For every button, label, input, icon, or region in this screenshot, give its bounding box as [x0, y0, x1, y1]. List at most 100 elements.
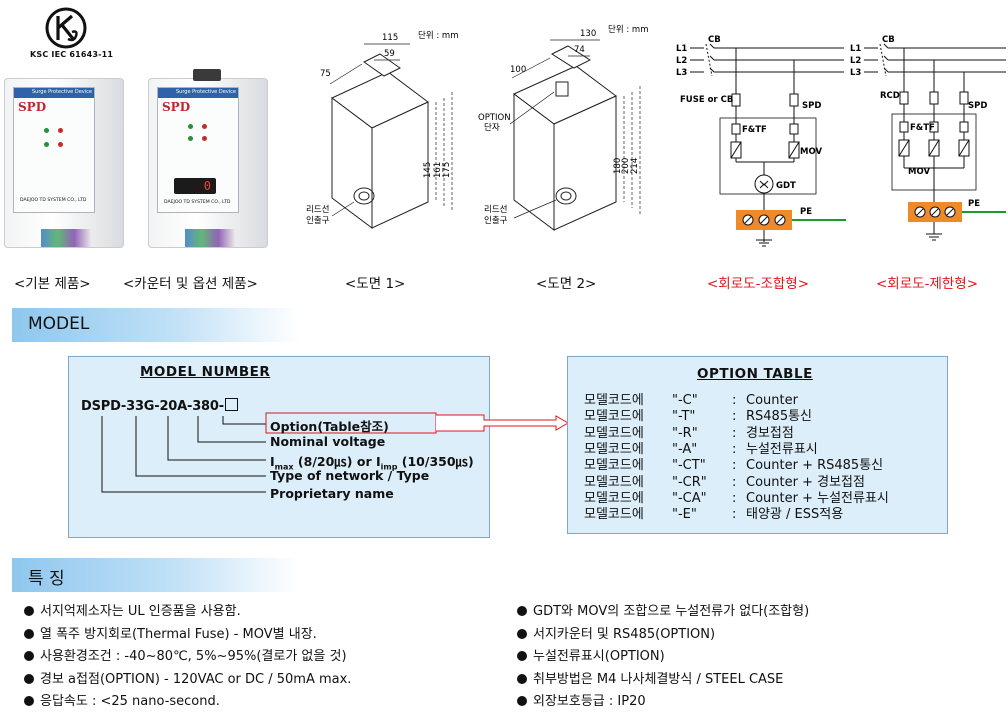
option-row: 모델코드에"-C":Counter — [584, 393, 798, 409]
counter-device-name: Surge Protective Device — [176, 89, 236, 95]
basic-brand: SPD — [18, 100, 47, 114]
option-row-prefix: 모델코드에 — [584, 474, 644, 490]
counter-display: 0 — [203, 179, 211, 193]
c2-line-l2: L2 — [850, 56, 861, 66]
caption-circuit-combination: <회로도-조합형> — [707, 276, 810, 292]
section-model-title: MODEL — [28, 314, 90, 334]
option-row-colon: : — [732, 409, 737, 425]
option-arrow — [436, 414, 569, 432]
option-row-desc: Counter — [746, 393, 798, 408]
option-row: 모델코드에"-CT":Counter + RS485통신 — [584, 458, 883, 474]
bullet-icon — [517, 651, 527, 661]
option-row-code: "-C" — [672, 393, 698, 408]
feature-item: 사용환경조건 : -40~80℃, 5%~95%(결로가 없을 것) — [24, 645, 347, 664]
option-row: 모델코드에 "-E": 태양광 / ESS적용 — [584, 507, 843, 523]
drawing1-h1: 145 — [423, 162, 433, 178]
bullet-icon — [24, 673, 34, 684]
drawing1-width-outer: 115 — [382, 33, 398, 43]
label-nominal-voltage: Nominal voltage — [270, 434, 386, 449]
label-proprietary-name: Proprietary name — [270, 486, 394, 501]
feature-text: 열 폭주 방지회로(Thermal Fuse) - MOV별 내장. — [40, 626, 317, 642]
option-row-code: "-CR" — [672, 474, 707, 490]
section-features-title: 특 징 — [28, 569, 65, 589]
section-features-header: 특 징 — [12, 558, 300, 592]
drawing1-lead-label-2: 인출구 — [306, 215, 330, 226]
caption-circuit-limiting: <회로도-제한형> — [876, 276, 979, 292]
option-row-colon: : — [732, 425, 737, 441]
drawing1-h3: 175 — [442, 162, 452, 178]
feature-item: 누설전류표시(OPTION) — [517, 645, 665, 664]
c2-mov: MOV — [908, 167, 930, 177]
counter-brand: SPD — [162, 100, 191, 114]
bullet-icon — [517, 628, 527, 639]
drawing-1: 단위 : mm 115 59 75 145 161 175 리드선 인출구 — [306, 30, 458, 229]
c1-mov: MOV — [800, 147, 822, 157]
basic-product-image: SPD Surge Protective Device DAEJOO TD SY… — [4, 78, 124, 248]
drawing2-lead-label-2: 인출구 — [484, 215, 508, 226]
option-row-prefix: 모델코드에 — [584, 425, 644, 441]
basic-maker: DAEJOO TD SYSTEM CO., LTD — [20, 198, 87, 203]
feature-item: 열 폭주 방지회로(Thermal Fuse) - MOV별 내장. — [24, 623, 317, 642]
drawing2-option-label-2: 단자 — [484, 122, 500, 133]
option-table-box — [567, 356, 948, 534]
c1-gdt: GDT — [776, 181, 796, 191]
option-placeholder-box — [224, 398, 238, 411]
drawing1-h2: 161 — [433, 162, 443, 178]
option-row-colon: : — [732, 490, 737, 506]
drawing2-h2: 200 — [621, 158, 631, 174]
option-row-colon: : — [732, 393, 737, 408]
c1-fuse: FUSE or CB — [680, 95, 733, 105]
model-code: DSPD-33G-20A-380- — [81, 398, 238, 414]
drawing2-h3: 214 — [630, 158, 640, 174]
option-row-code: "-A" — [672, 441, 698, 457]
c1-ftf: F&TF — [742, 125, 767, 135]
option-row-code: "-T" — [672, 409, 696, 425]
option-row: 모델코드에"-T":RS485통신 — [584, 409, 812, 425]
c1-spd: SPD — [802, 101, 821, 111]
option-row-colon: : — [732, 507, 737, 523]
label-imax-imp: Imax (8/20㎲) or Iimp (10/350㎲) — [270, 454, 474, 472]
caption-basic-product: <기본 제품> — [14, 276, 91, 292]
option-row-prefix: 모델코드에 — [584, 507, 644, 523]
option-row-code: "-CA" — [672, 490, 707, 506]
section-model-header: MODEL — [12, 308, 300, 342]
bullet-icon — [24, 651, 34, 661]
feature-item: 서지억제소자는 UL 인증품을 사용함. — [24, 600, 241, 619]
certification-code: KSC IEC 61643-11 — [30, 50, 114, 59]
feature-text: 외장보호등급 : IP20 — [533, 694, 646, 709]
model-number-connectors — [101, 412, 437, 493]
c2-pe: PE — [968, 199, 980, 209]
option-row-colon: : — [732, 474, 737, 490]
c1-line-l2: L2 — [676, 56, 687, 66]
bullet-icon — [517, 696, 527, 706]
option-row-desc: 경보접점 — [746, 425, 794, 441]
c2-line-l3: L3 — [850, 68, 861, 78]
c1-cb: CB — [708, 35, 721, 45]
feature-item: 응답속도 : <25 nano-second. — [24, 690, 220, 709]
model-number-box — [68, 356, 490, 538]
drawing2-width-outer: 130 — [580, 29, 596, 39]
feature-text: 서지억제소자는 UL 인증품을 사용함. — [40, 604, 241, 619]
option-row-desc: 누설전류표시 — [746, 441, 818, 457]
feature-item: 서지카운터 및 RS485(OPTION) — [517, 623, 715, 642]
counter-product-image: SPD Surge Protective Device 0 DAEJOO TD … — [148, 69, 268, 248]
c2-spd: SPD — [968, 101, 987, 111]
c2-rcd: RCD — [880, 91, 900, 101]
option-row: 모델코드에"-A":누설전류표시 — [584, 442, 818, 458]
model-number-title: MODEL NUMBER — [140, 364, 271, 380]
c2-ftf: F&TF — [910, 123, 935, 133]
caption-drawing-1: <도면 1> — [345, 276, 406, 292]
drawing1-lead-label-1: 리드선 — [306, 205, 329, 215]
model-code-text: DSPD-33G-20A-380- — [81, 399, 224, 414]
option-row-desc: 태양광 / ESS적용 — [746, 507, 844, 523]
drawing2-option-label-1: OPTION — [478, 113, 511, 123]
feature-item: GDT와 MOV의 조합으로 누설전류가 없다(조합형) — [517, 600, 809, 619]
option-table-title: OPTION TABLE — [697, 366, 813, 382]
counter-maker: DAEJOO TD SYSTEM CO., LTD — [164, 200, 231, 205]
option-row-code: "-E" — [672, 507, 697, 523]
feature-text: 응답속도 : <25 nano-second. — [40, 694, 220, 709]
option-row-prefix: 모델코드에 — [584, 458, 644, 474]
feature-text: GDT와 MOV의 조합으로 누설전류가 없다(조합형) — [533, 604, 810, 619]
option-row-desc: Counter + RS485통신 — [746, 458, 884, 474]
label-network-type: Type of network / Type — [270, 468, 430, 483]
